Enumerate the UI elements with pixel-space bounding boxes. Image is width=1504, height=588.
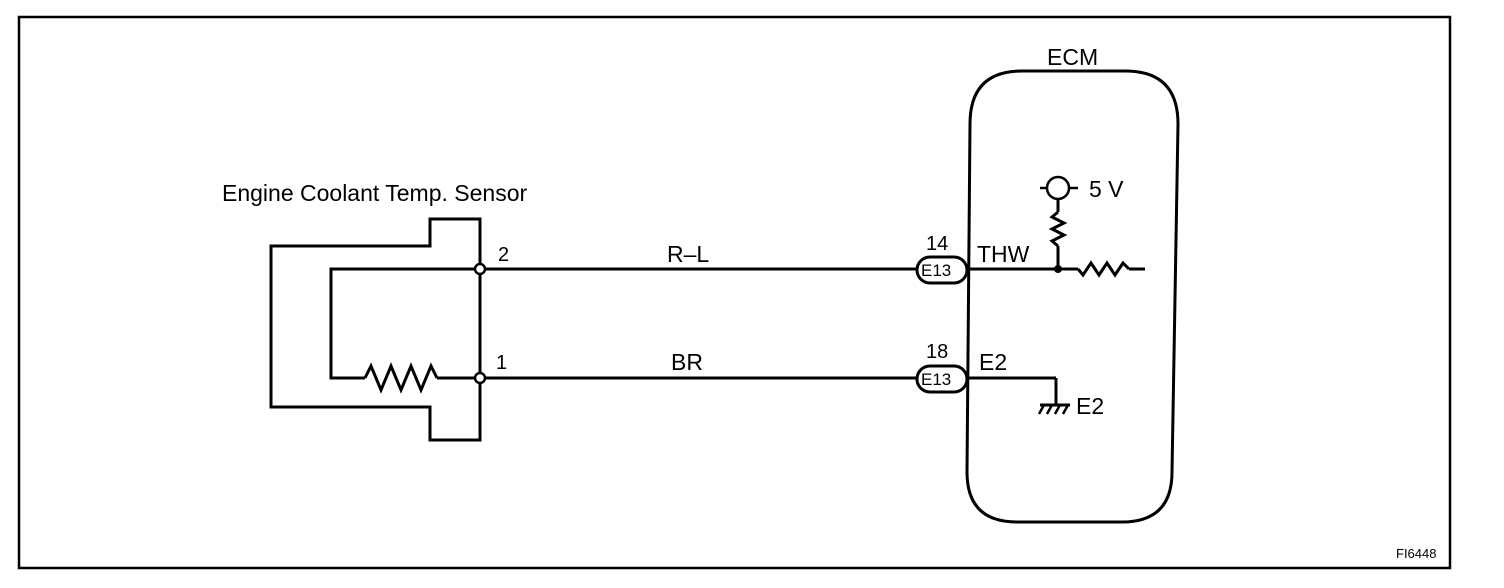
wire-r-l-color-label: R–L xyxy=(667,241,709,267)
figure-id: FI6448 xyxy=(1396,546,1436,561)
ecm-terminal-thw-label: THW xyxy=(977,241,1030,267)
connector-e13-bottom-label: E13 xyxy=(921,370,951,389)
ecm-terminal-e2-label: E2 xyxy=(979,349,1007,375)
sensor-pin-2-label: 2 xyxy=(498,244,509,266)
ground-label: E2 xyxy=(1076,393,1104,419)
ecm-supply-label: 5 V xyxy=(1089,176,1124,202)
sensor-thermistor xyxy=(363,362,439,394)
wire-br-color-label: BR xyxy=(671,349,703,375)
sensor-terminal-1 xyxy=(473,371,487,385)
ecm-pin-14-label: 14 xyxy=(926,233,948,255)
ground-hatch-2 xyxy=(1045,404,1054,415)
ecm-box xyxy=(965,69,1180,524)
ground-hatch-1 xyxy=(1037,404,1046,415)
ecm-5v-symbol xyxy=(1045,175,1071,201)
sensor-housing xyxy=(269,217,482,442)
diagram-frame xyxy=(17,15,1452,570)
ecm-thw-resistor xyxy=(1076,260,1131,278)
ground-hatch-3 xyxy=(1053,404,1062,415)
connector-e13-top-label: E13 xyxy=(921,261,951,280)
ecm-pin-18-label: 18 xyxy=(926,341,948,363)
ecm-pullup-resistor xyxy=(1048,210,1068,248)
ecm-label: ECM xyxy=(1047,44,1098,70)
sensor-label: Engine Coolant Temp. Sensor xyxy=(222,180,527,206)
sensor-terminal-2 xyxy=(473,262,487,276)
ecm-junction-dot xyxy=(1054,265,1062,273)
ground-hatch-4 xyxy=(1061,404,1070,415)
sensor-internal-wire xyxy=(329,267,480,380)
sensor-pin-1-label: 1 xyxy=(496,352,507,374)
